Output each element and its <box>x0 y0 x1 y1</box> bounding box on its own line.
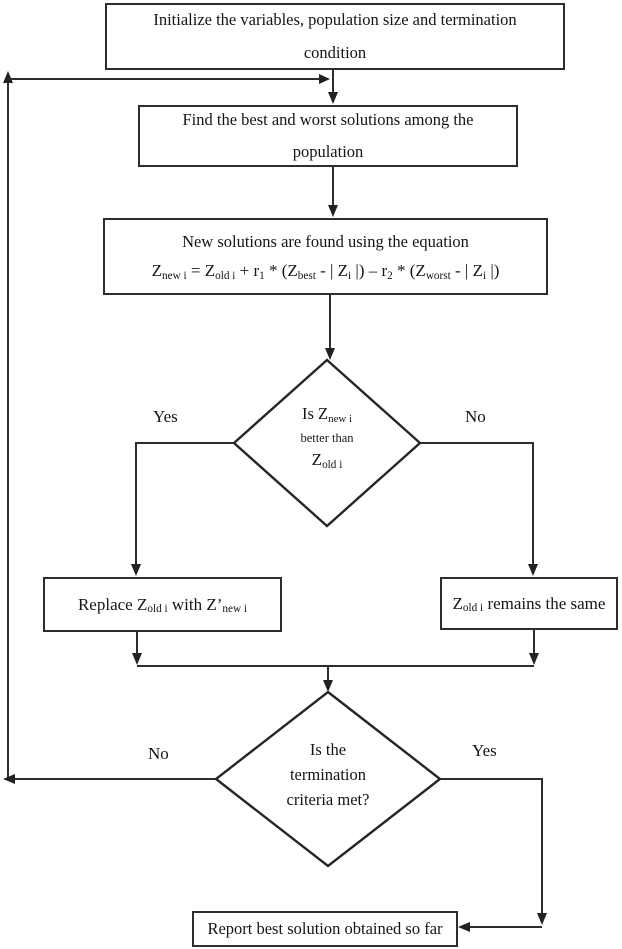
process-new-solutions-title: New solutions are found using the equati… <box>182 232 469 251</box>
process-find-best-worst: Find the best and worst solutions among … <box>138 105 518 167</box>
decision2-line2: termination <box>289 765 367 784</box>
arrowhead-feedback-up <box>3 71 13 83</box>
decision1-line1: Is Znew i <box>302 404 352 425</box>
decision2-line1: Is the <box>309 740 347 759</box>
arrowhead-no-left <box>3 774 15 784</box>
arrowhead-replace-down <box>132 653 142 665</box>
arrowhead-into-equation <box>328 205 338 217</box>
process-replace-old: Replace Zold i with Z’new i <box>43 577 282 632</box>
arrowhead-into-replace <box>131 564 141 576</box>
process-find-line2: population <box>292 142 364 161</box>
process-find-line1: Find the best and worst solutions among … <box>182 110 474 129</box>
process-initialize-line1: Initialize the variables, population siz… <box>153 10 517 29</box>
decision1-line3: Zold i <box>311 450 343 471</box>
process-new-solutions-formula: Znew i = Zold i + r1 * (Zbest - | Zi |) … <box>151 261 500 282</box>
edge-label-better-no: No <box>465 407 486 426</box>
decision1-diamond <box>232 358 422 528</box>
arrowhead-yes-down <box>537 913 547 925</box>
arrowhead-feedback-right <box>319 74 330 84</box>
process-initialize-line2: condition <box>303 43 367 62</box>
arrowhead-into-remains <box>528 564 538 576</box>
process-remains-same: Zold i remains the same <box>440 577 618 630</box>
connector-decision1-yes <box>135 442 234 572</box>
connector-decision2-yes <box>440 778 543 920</box>
arrowhead-into-decision1 <box>325 348 335 360</box>
arrowhead-into-find <box>328 92 338 104</box>
decision2-diamond <box>214 690 442 868</box>
decision2-line3: criteria met? <box>286 790 370 809</box>
process-replace-text: Replace Zold i with Z’new i <box>77 594 248 616</box>
decision2-text: Is the termination criteria met? <box>248 737 408 812</box>
process-remains-text: Zold i remains the same <box>452 593 606 615</box>
edge-label-termination-yes: Yes <box>472 741 497 760</box>
edge-label-termination-no: No <box>148 744 169 763</box>
decision1-text: Is Znew i better than Zold i <box>247 404 407 470</box>
connector-decision1-no <box>420 442 534 572</box>
decision1-line2: better than <box>300 431 354 445</box>
process-initialize: Initialize the variables, population siz… <box>105 3 565 70</box>
arrowhead-into-report <box>458 922 470 932</box>
arrowhead-into-decision2 <box>323 680 333 692</box>
process-report-text: Report best solution obtained so far <box>207 919 443 938</box>
edge-label-better-yes: Yes <box>153 407 178 426</box>
process-report-best: Report best solution obtained so far <box>192 911 458 947</box>
arrowhead-remains-down <box>529 653 539 665</box>
process-new-solutions: New solutions are found using the equati… <box>103 218 548 295</box>
